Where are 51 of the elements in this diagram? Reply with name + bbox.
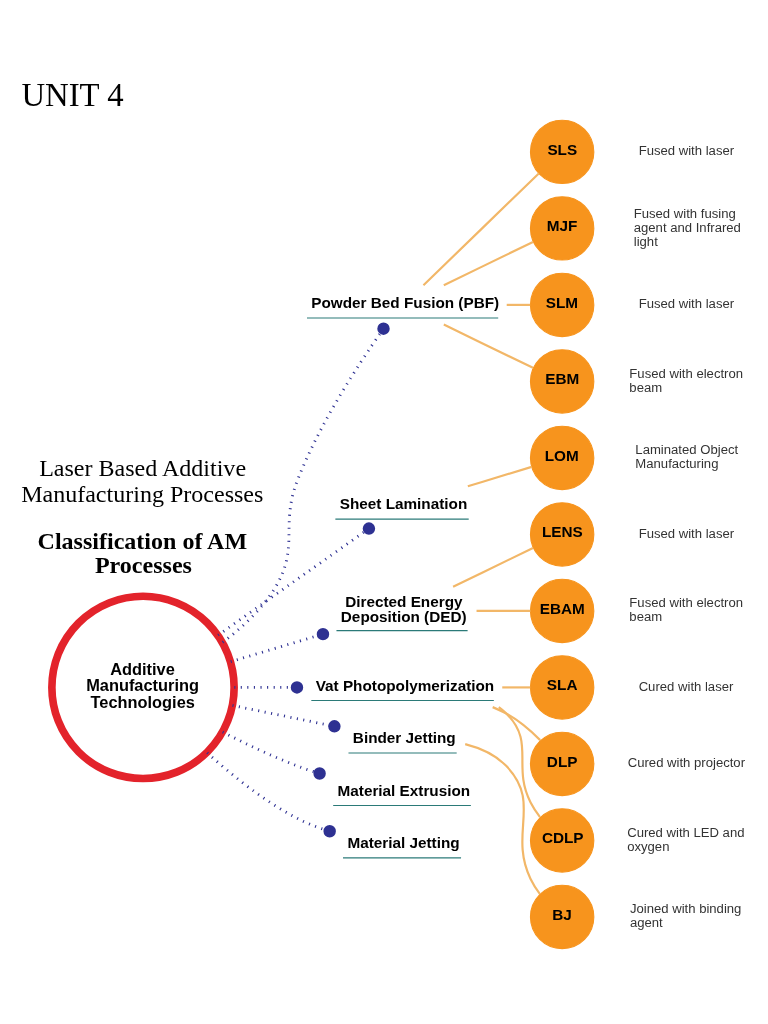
node-text: Directed Energy Deposition (DED) <box>340 592 467 626</box>
node-text: Material Extrusion <box>337 781 471 799</box>
connector <box>230 627 330 663</box>
diagram-title: UNIT 4 <box>21 76 124 113</box>
node-circle: SLA <box>529 655 595 720</box>
node-text: Vat Photopolymerization <box>315 676 495 694</box>
node-label: Cured with LED and oxygen <box>627 824 745 854</box>
node-label: Fused with electron beam <box>629 365 744 395</box>
node-label: Fused with electron beam <box>629 595 744 625</box>
connector <box>464 743 541 895</box>
node-circle: CDLP <box>529 808 595 873</box>
node-circle: LENS <box>529 502 595 567</box>
connector <box>232 704 341 733</box>
connector <box>498 706 541 818</box>
connector <box>506 303 531 306</box>
node-circle: SLS <box>529 119 595 185</box>
connector <box>221 322 390 644</box>
connector <box>217 522 376 637</box>
node-text: Powder Bed Fusion (PBF) <box>311 294 500 312</box>
connector <box>234 681 304 694</box>
connector <box>467 465 532 488</box>
connector <box>452 547 534 588</box>
node-label: Fused with laser <box>638 296 735 312</box>
connector <box>443 323 534 369</box>
label: Classification of AM Processes <box>37 528 248 579</box>
node-circle: Additive Manufacturing Technologies <box>48 592 238 783</box>
node-label: Fused with laser <box>638 143 735 159</box>
connector <box>502 686 531 689</box>
connector <box>443 241 534 287</box>
connector <box>476 609 531 612</box>
node-text: Sheet Lamination <box>339 495 468 513</box>
node-circle: DLP <box>529 731 595 797</box>
node-text: Binder Jetting <box>352 729 456 747</box>
label: Laser Based Additive Manufacturing Processes <box>21 455 264 508</box>
connector <box>492 706 541 741</box>
connector <box>422 172 540 286</box>
node-circle: EBM <box>529 349 595 414</box>
node-label: Joined with binding agent <box>629 901 742 931</box>
node-circle: LOM <box>529 425 595 491</box>
node-label: Fused with fusing agent and Infrared light <box>633 205 741 249</box>
node-circle: SLM <box>529 272 595 338</box>
node-label: Cured with projector <box>627 755 746 771</box>
connector <box>206 751 336 838</box>
node-circle: MJF <box>529 196 595 261</box>
node-circle: BJ <box>529 884 595 950</box>
node-circle: EBAM <box>529 578 595 644</box>
node-label: Fused with laser <box>638 525 735 541</box>
connector <box>222 730 326 780</box>
node-label: Cured with laser <box>638 678 734 694</box>
node-text: Material Jetting <box>347 834 460 852</box>
node-label: Laminated Object Manufacturing <box>635 442 739 472</box>
